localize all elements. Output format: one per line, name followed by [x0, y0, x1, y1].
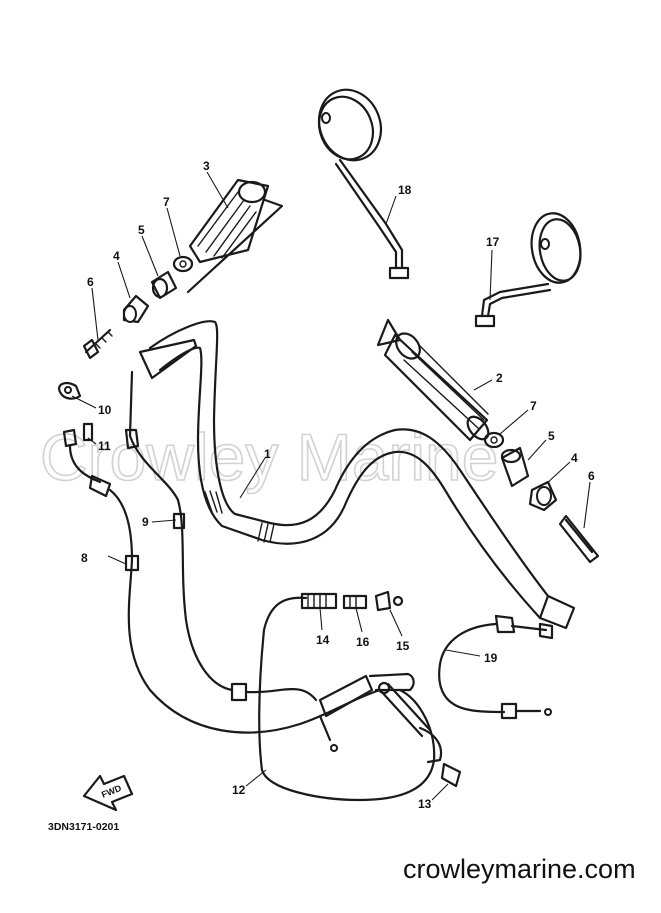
leader-lines — [71, 171, 591, 801]
label-part-4-left: 4 — [113, 249, 120, 263]
handlebar-part-1[interactable] — [138, 320, 576, 630]
switch-part-13[interactable] — [377, 681, 462, 788]
label-part-5-right: 5 — [548, 429, 555, 443]
label-part-6-right: 6 — [588, 469, 595, 483]
label-part-1: 1 — [264, 447, 271, 461]
watermark: Crowley Marine — [40, 420, 498, 494]
left-end-parts[interactable] — [82, 255, 194, 360]
cable-clamp-part-10[interactable] — [58, 382, 82, 400]
fwd-arrow-icon: FWD — [82, 774, 134, 812]
label-part-10: 10 — [98, 403, 112, 417]
right-mirror-part-17[interactable] — [474, 209, 586, 328]
throttle-cable-part-8[interactable] — [68, 444, 382, 734]
label-part-14: 14 — [316, 633, 330, 647]
label-part-3: 3 — [203, 159, 210, 173]
nut-part-16[interactable] — [342, 594, 368, 610]
label-part-15: 15 — [396, 639, 410, 653]
part-number-labels: 3 7 5 4 6 18 17 2 7 5 4 6 1 10 11 8 9 14… — [81, 159, 595, 811]
label-part-11: 11 — [98, 439, 111, 453]
label-part-12: 12 — [232, 783, 246, 797]
label-part-7-right: 7 — [530, 399, 537, 413]
label-part-5-left: 5 — [138, 223, 145, 237]
label-part-19: 19 — [484, 651, 498, 665]
label-part-8: 8 — [81, 551, 88, 565]
cable-part-19[interactable] — [438, 614, 554, 720]
throttle-cable-part-9[interactable] — [124, 370, 318, 702]
right-grip-part-2[interactable] — [376, 318, 492, 443]
label-part-16: 16 — [356, 635, 370, 649]
label-part-18: 18 — [398, 183, 412, 197]
right-end-parts[interactable] — [483, 431, 600, 564]
label-part-17: 17 — [486, 235, 500, 249]
throttle-grip-part-3[interactable] — [186, 178, 284, 294]
diagram-code: 3DN3171-0201 — [48, 821, 119, 833]
label-part-6-left: 6 — [87, 275, 94, 289]
site-url[interactable]: crowleymarine.com — [403, 854, 636, 884]
label-part-7-left: 7 — [163, 195, 170, 209]
adjuster-part-14[interactable] — [300, 592, 338, 610]
screw-part-11[interactable] — [62, 422, 94, 448]
label-part-13: 13 — [418, 797, 432, 811]
washer-part-15[interactable] — [374, 590, 404, 612]
label-part-2: 2 — [496, 371, 503, 385]
label-part-4-right: 4 — [571, 451, 578, 465]
choke-cable-part-12[interactable] — [258, 596, 436, 802]
fwd-label: FWD — [100, 783, 123, 800]
left-mirror-part-18[interactable] — [309, 80, 410, 280]
label-part-9: 9 — [142, 515, 149, 529]
